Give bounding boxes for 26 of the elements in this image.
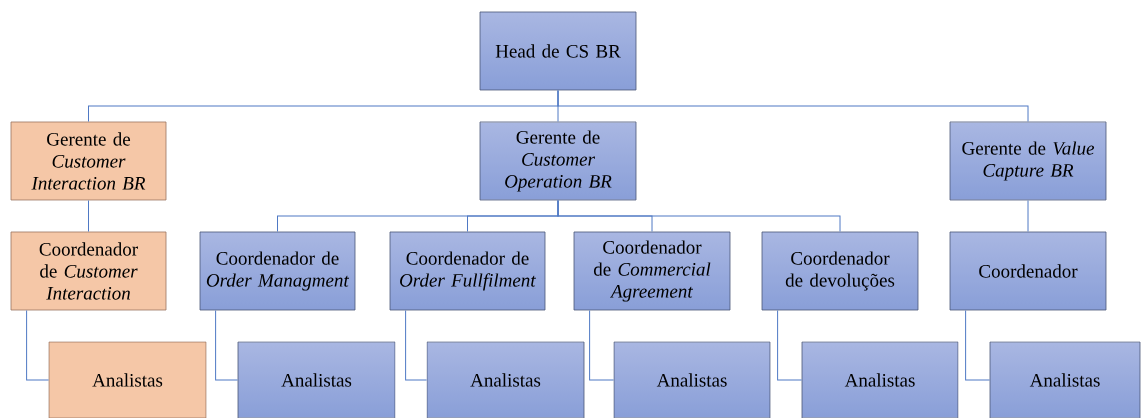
org-box: Analistas xyxy=(426,341,585,418)
connector-line xyxy=(1027,199,1029,233)
org-box: Gerente de Value Capture BR xyxy=(949,121,1107,201)
org-box: Coordenador xyxy=(949,231,1107,311)
org-box: Coordenador de Order Managment xyxy=(199,231,356,311)
connector-line xyxy=(589,309,615,381)
connector-line xyxy=(965,309,991,381)
org-box: Analistas xyxy=(237,341,396,418)
org-box: Analistas xyxy=(801,341,959,418)
connector-line xyxy=(405,309,428,381)
connector-line xyxy=(557,199,841,233)
connector-line xyxy=(557,89,1029,123)
org-box: Coordenador de Commercial Agreement xyxy=(573,231,731,311)
org-box: Analistas xyxy=(989,341,1141,418)
org-box: Analistas xyxy=(48,341,207,418)
org-box: Gerente de Customer Operation BR xyxy=(479,121,637,201)
org-box: Gerente de Customer Interaction BR xyxy=(10,121,167,201)
org-box: Coordenador de Order Fullfilment xyxy=(389,231,546,311)
connector-line xyxy=(88,199,89,233)
connector-line xyxy=(26,309,50,381)
org-box: Head de CS BR xyxy=(479,11,637,91)
connector-line xyxy=(215,309,239,381)
connector-line xyxy=(777,309,803,381)
org-box: Analistas xyxy=(613,341,771,418)
org-box: Coordenador de devoluções xyxy=(761,231,919,311)
org-box: Coordenador de Customer Interaction xyxy=(10,231,167,311)
